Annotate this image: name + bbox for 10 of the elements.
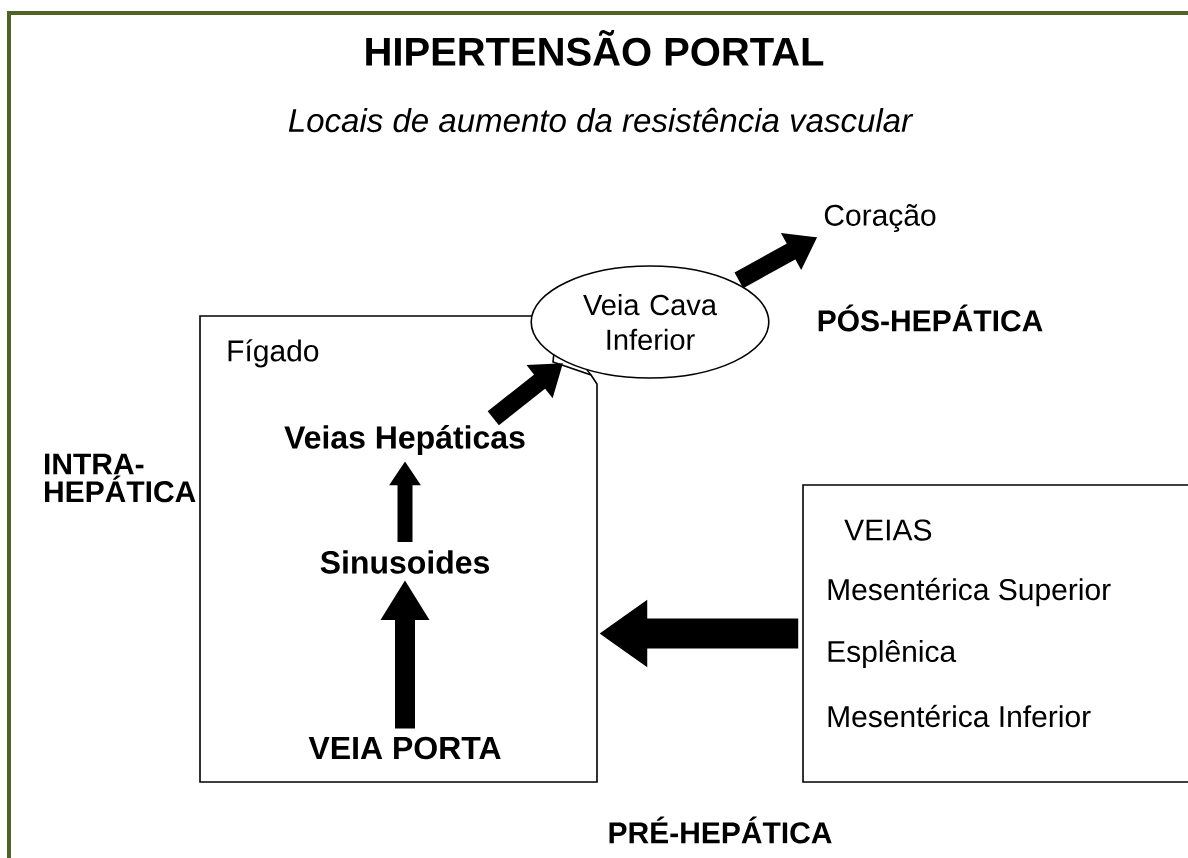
- vessel-label: Sinusoides: [320, 550, 490, 574]
- vessel-label: Veias Hepáticas: [284, 424, 525, 456]
- region-label: PRÉ-HEPÁTICA: [609, 816, 832, 844]
- subtitle: Locais de aumento da resistência vascular: [288, 107, 914, 133]
- region-label: PÓS-HEPÁTICA: [818, 304, 1043, 332]
- region-label: INTRA- HEPÁTICA: [45, 453, 196, 503]
- vessel-label: VEIA PORTA: [308, 736, 501, 760]
- organ-label: Coração: [824, 204, 936, 232]
- title: HIPERTENSÃO PORTAL: [366, 30, 824, 66]
- veins-box: VEIAS Mesentérica Superior Esplênica Mesentérica Inferior: [802, 484, 1188, 783]
